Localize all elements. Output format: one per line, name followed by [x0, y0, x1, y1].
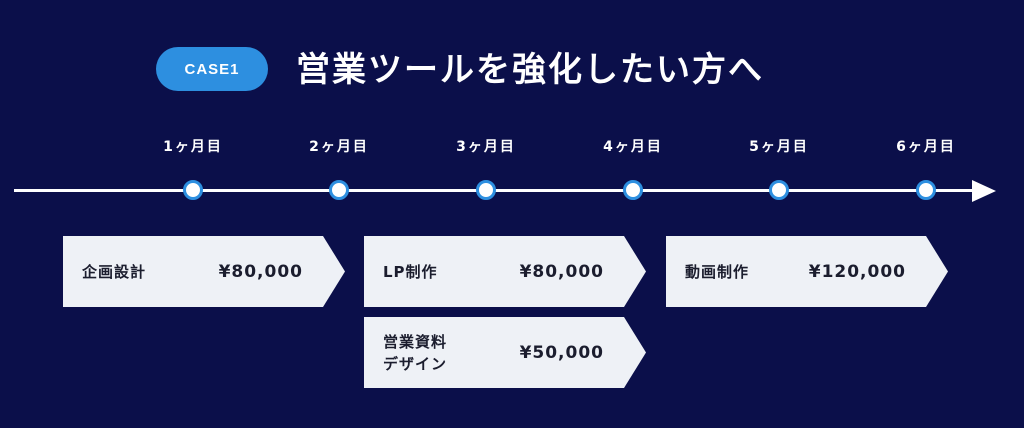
- month-label-4: 4ヶ月目: [603, 139, 663, 155]
- page-title: 営業ツールを強化したい方へ: [296, 50, 764, 90]
- task-price: ¥80,000: [218, 261, 303, 282]
- task-label: 営業資料 デザイン: [383, 332, 448, 373]
- timeline-dot-5: [769, 180, 789, 200]
- timeline-dot-1: [183, 180, 203, 200]
- task-card-sales-material: 営業資料 デザイン ¥50,000: [364, 317, 646, 388]
- timeline-axis: [14, 189, 978, 192]
- task-card-lp: LP制作 ¥80,000: [364, 236, 646, 307]
- task-label: 企画設計: [82, 262, 147, 281]
- month-label-2: 2ヶ月目: [309, 139, 369, 155]
- month-label-3: 3ヶ月目: [456, 139, 516, 155]
- timeline-dot-2: [329, 180, 349, 200]
- timeline-dot-3: [476, 180, 496, 200]
- case-badge: CASE1: [156, 47, 268, 91]
- timeline-dot-6: [916, 180, 936, 200]
- arrow-right-icon: [972, 180, 996, 202]
- task-card-planning: 企画設計 ¥80,000: [63, 236, 345, 307]
- month-label-5: 5ヶ月目: [749, 139, 809, 155]
- month-label-6: 6ヶ月目: [896, 139, 956, 155]
- task-label: 動画制作: [685, 262, 750, 281]
- task-card-video: 動画制作 ¥120,000: [666, 236, 948, 307]
- task-price: ¥120,000: [808, 261, 906, 282]
- task-price: ¥80,000: [519, 261, 604, 282]
- timeline-dot-4: [623, 180, 643, 200]
- task-label: LP制作: [383, 262, 438, 281]
- month-label-1: 1ヶ月目: [163, 139, 223, 155]
- task-price: ¥50,000: [519, 342, 604, 363]
